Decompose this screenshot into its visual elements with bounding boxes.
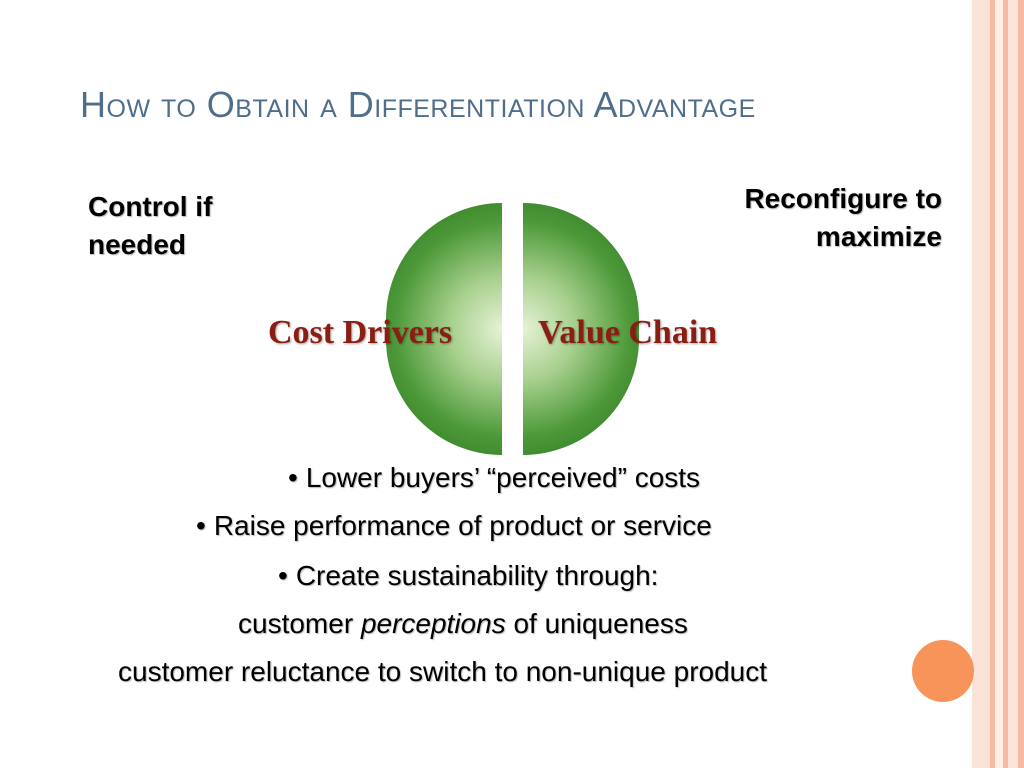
bullet-text-3: Create sustainability through:: [295, 560, 659, 591]
bullet-dot: •: [278, 560, 288, 591]
sub-line-1-before: customer: [238, 608, 361, 639]
sub-line-reluctance: customer reluctance to switch to non-uni…: [118, 656, 768, 687]
note-reconfigure-to-maximize: Reconfigure to maximize: [744, 183, 942, 252]
sub-line-1-after: of uniqueness: [505, 608, 688, 639]
bullet-item-2: •Raise performance of product or service: [196, 510, 712, 542]
decorative-side-stripes: [972, 0, 1024, 768]
bullet-dot: •: [288, 462, 298, 493]
bullet-item-1: •Lower buyers’ “perceived” costs: [288, 462, 700, 494]
sub-line-1-italic: perceptions: [360, 608, 506, 639]
accent-circle: [912, 640, 974, 702]
bullet-text-1: Lower buyers’ “perceived” costs: [305, 462, 701, 493]
sub-line-uniqueness: customer perceptions of uniqueness: [238, 608, 688, 640]
bullet-item-3: •Create sustainability through:: [278, 560, 658, 592]
label-value-chain: Value Chain: [538, 314, 718, 351]
label-cost-drivers: Cost Drivers: [268, 314, 453, 351]
bullet-dot: •: [196, 510, 206, 541]
bullet-text-2: Raise performance of product or service: [213, 510, 712, 541]
note-control-if-needed: Control if needed: [88, 191, 213, 260]
slide-title: How to Obtain a Differentiation Advantag…: [80, 84, 756, 125]
